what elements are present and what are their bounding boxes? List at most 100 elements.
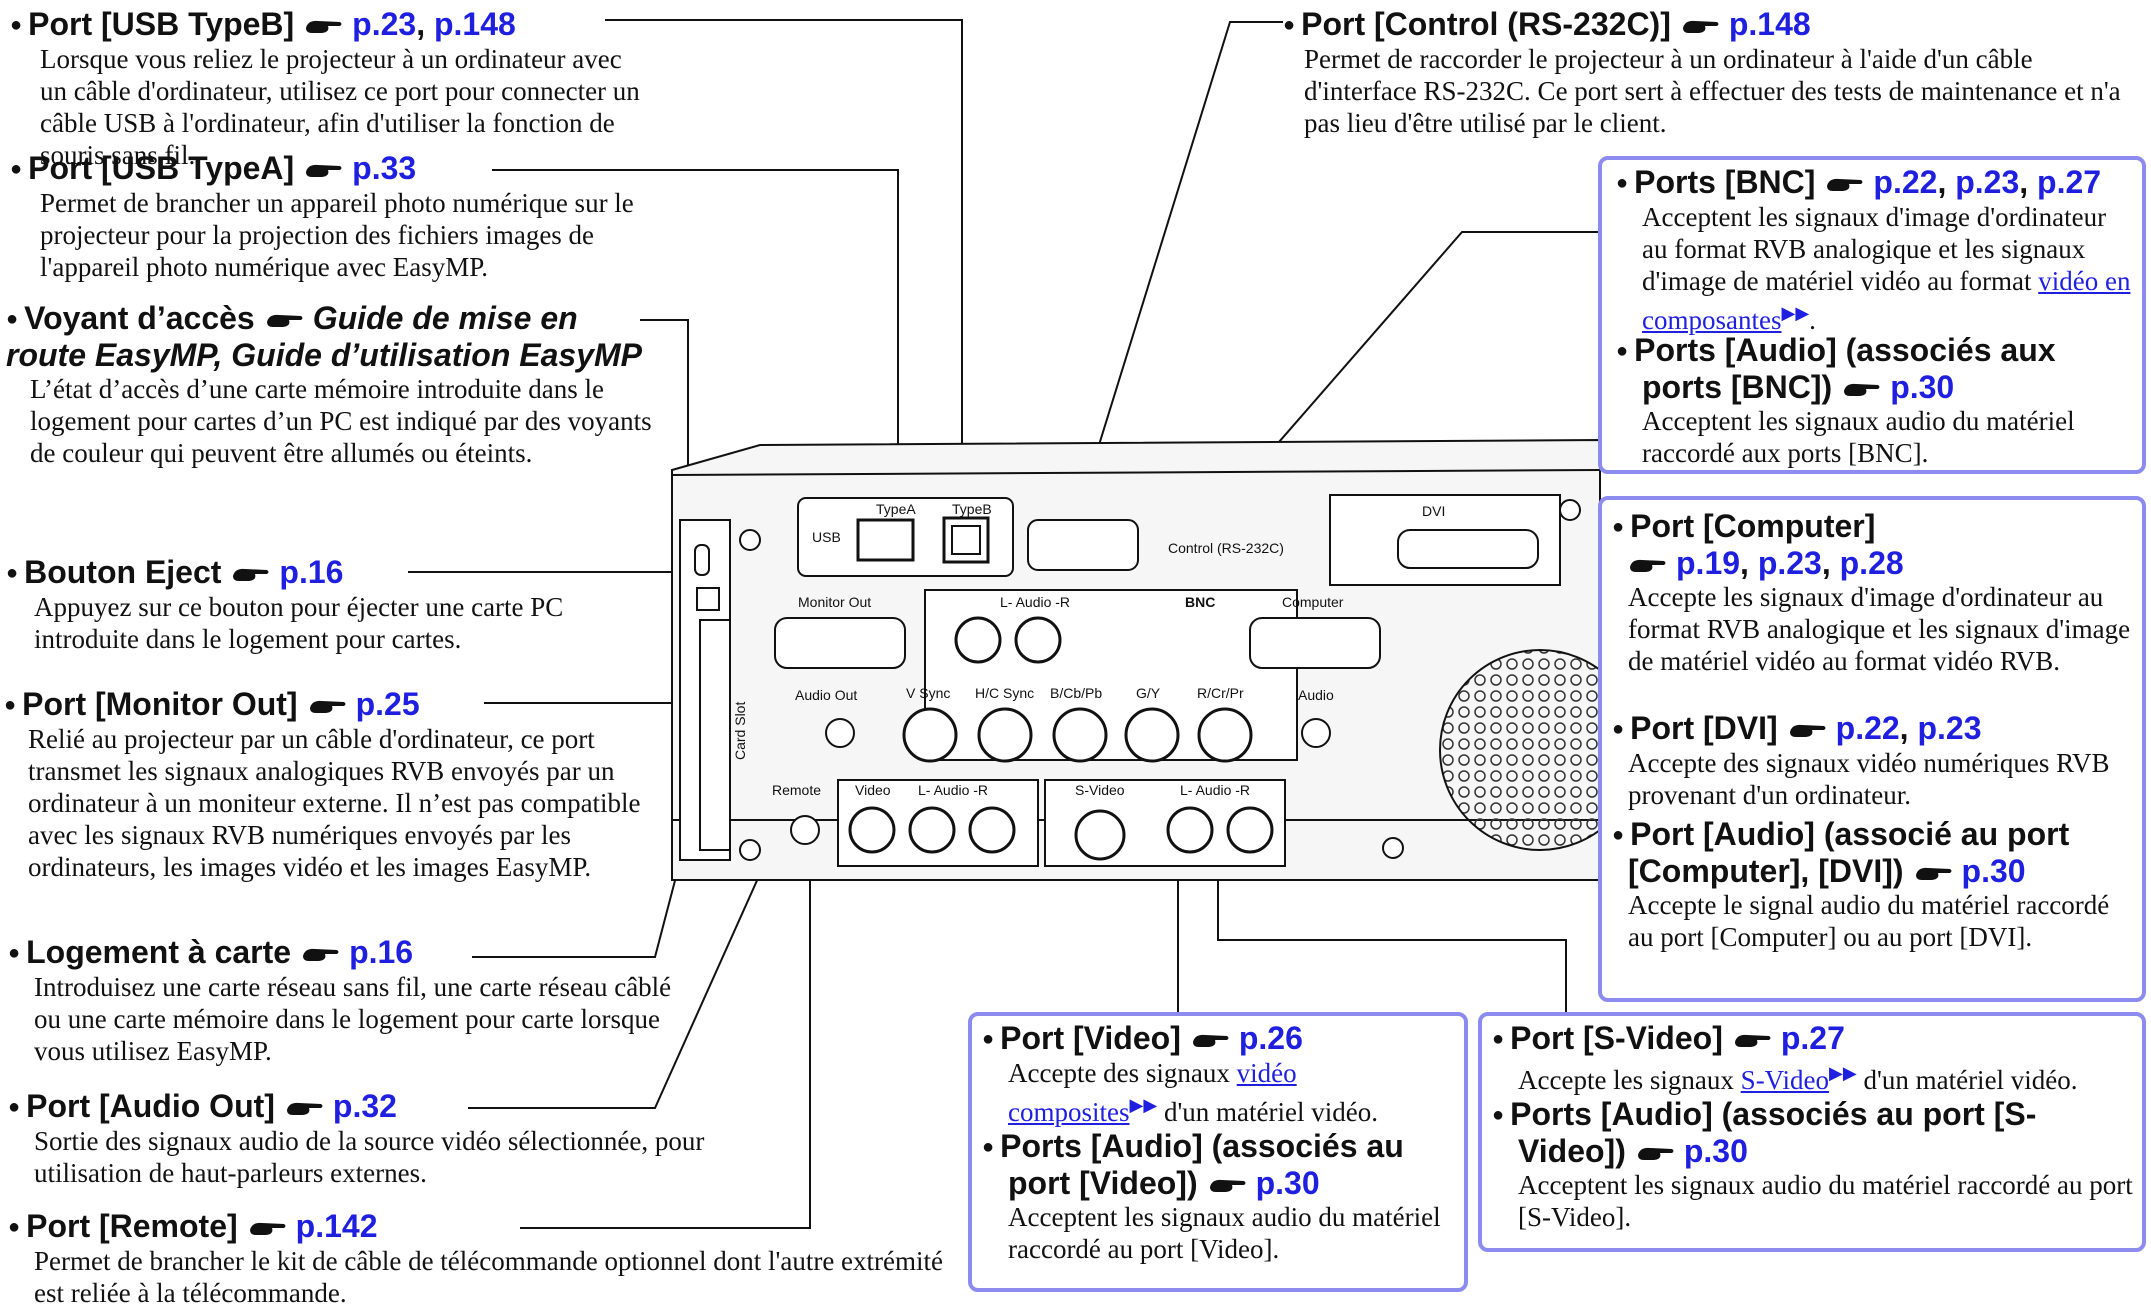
computer-audio-item: ●Port [Audio] (associé au port [Computer… (1612, 816, 2140, 953)
svideo-heading: ●Port [S-Video]p.27 (1492, 1020, 1845, 1056)
bnc-bcb-jack (1052, 707, 1108, 763)
panel-label-bcb: B/Cb/Pb (1050, 685, 1102, 701)
pointing-hand-icon (1734, 1034, 1771, 1047)
monitor-out-heading: ●Port [Monitor Out]p.25 (4, 686, 420, 722)
bnc-audio-heading-l2: ports [BNC]) (1642, 369, 1833, 405)
computer-ref-1[interactable]: p.19 (1676, 545, 1741, 581)
panel-label-video: Video (855, 782, 891, 798)
svideo-audio-text: Acceptent les signaux audio du matériel … (1518, 1170, 2133, 1232)
pointing-hand-icon (266, 314, 303, 327)
pointing-hand-icon (1789, 724, 1826, 737)
svideo-item: ●Port [S-Video]p.27 Accepte les signaux … (1492, 1020, 2140, 1096)
pointing-hand-icon (309, 700, 346, 713)
bnc-audio-l-jack (954, 616, 1002, 664)
audio-out-heading: ●Port [Audio Out]p.32 (8, 1088, 397, 1124)
svideo-audio-r-jack (1226, 806, 1274, 854)
line-remote (520, 840, 811, 1229)
monitor-out-ref[interactable]: p.25 (355, 686, 420, 722)
speaker-grille (1439, 649, 1610, 851)
line-usb-a (492, 169, 899, 530)
usb-b-ref-2[interactable]: p.148 (433, 6, 516, 42)
computer-ref-3[interactable]: p.28 (1839, 545, 1904, 581)
bnc-ref-2[interactable]: p.23 (1955, 164, 2020, 200)
svideo-audio-l-jack (1166, 806, 1214, 854)
usb-a-text: Permet de brancher un appareil photo num… (40, 188, 634, 282)
access-ref[interactable]: Guide de mise en route EasyMP, Guide d’u… (6, 300, 643, 373)
svideo-audio-item: ●Ports [Audio] (associés au port [S- Vid… (1492, 1096, 2140, 1233)
pointing-hand-icon (1630, 559, 1666, 572)
pointing-hand-icon (1844, 383, 1880, 396)
monitor-out-text: Relié au projecteur par un câble d'ordin… (28, 724, 641, 882)
pointing-hand-icon (249, 1222, 286, 1235)
panel-label-rcr: R/Cr/Pr (1197, 685, 1244, 701)
monitor-out-port (774, 617, 906, 669)
audio-out-text: Sortie des signaux audio de la source vi… (34, 1126, 705, 1188)
control-section: ●Port [Control (RS-232C)]p.148 Permet de… (1283, 6, 2143, 139)
glossary-arrow-icon: ▶▶ (1129, 1095, 1158, 1115)
panel-label-vsync: V Sync (906, 685, 950, 701)
bnc-rcr-jack (1197, 707, 1253, 763)
computer-audio-heading: ●Port [Audio] (associé au port (1612, 816, 2070, 852)
usb-a-ref[interactable]: p.33 (352, 150, 417, 186)
video-audio-heading-l2: port [Video]) (1008, 1165, 1198, 1201)
bnc-audio-text: Acceptent les signaux audio du matériel … (1642, 406, 2075, 468)
computer-audio-ref[interactable]: p.30 (1961, 853, 2026, 889)
video-audio-heading: ●Ports [Audio] (associés au (982, 1128, 1404, 1164)
bnc-audio-r-jack (1014, 616, 1062, 664)
control-ref[interactable]: p.148 (1728, 6, 1811, 42)
svideo-ref[interactable]: p.27 (1780, 1020, 1845, 1056)
pointing-hand-icon (306, 164, 342, 177)
panel-label-control: Control (RS-232C) (1168, 540, 1284, 556)
panel-label-card-slot: Card Slot (732, 702, 748, 760)
card-slot-ref[interactable]: p.16 (349, 934, 414, 970)
video-ref[interactable]: p.26 (1238, 1020, 1303, 1056)
video-glossary-link[interactable]: vidéo composites (1008, 1058, 1297, 1127)
remote-ref[interactable]: p.142 (295, 1208, 378, 1244)
svideo-box: ●Port [S-Video]p.27 Accepte les signaux … (1478, 1012, 2146, 1252)
dvi-ref-1[interactable]: p.22 (1835, 710, 1900, 746)
panel-label-remote: Remote (772, 782, 821, 798)
usb-b-section: ●Port [USB TypeB]p.23, p.148 Lorsque vou… (10, 6, 650, 171)
pointing-hand-icon (1209, 1179, 1246, 1192)
usb-b-ref-1[interactable]: p.23 (352, 6, 417, 42)
monitor-out-section: ●Port [Monitor Out]p.25 Relié au project… (4, 686, 664, 883)
eject-ref[interactable]: p.16 (279, 554, 344, 590)
glossary-arrow-icon: ▶▶ (1829, 1063, 1857, 1083)
audio-out-ref[interactable]: p.32 (332, 1088, 397, 1124)
pointing-hand-icon (1682, 20, 1719, 33)
dvi-port (1397, 529, 1539, 569)
video-item: ●Port [Video]p.26 Accepte des signaux vi… (982, 1020, 1462, 1128)
pointing-hand-icon (303, 948, 339, 961)
glossary-arrow-icon: ▶▶ (1781, 303, 1810, 323)
remote-heading: ●Port [Remote]p.142 (8, 1208, 378, 1244)
panel-label-video-audio: L- Audio -R (918, 782, 988, 798)
bnc-text: Acceptent les signaux d'image d'ordinate… (1642, 202, 2131, 335)
svideo-glossary-link[interactable]: S-Video (1740, 1065, 1830, 1095)
computer-box: ●Port [Computer] p.19, p.23, p.28 Accept… (1598, 496, 2146, 1002)
computer-ref-2[interactable]: p.23 (1757, 545, 1822, 581)
dvi-ref-2[interactable]: p.23 (1917, 710, 1982, 746)
computer-audio-heading-l2: [Computer], [DVI]) (1628, 853, 1904, 889)
computer-audio-jack (1301, 718, 1331, 748)
video-audio-ref[interactable]: p.30 (1255, 1165, 1320, 1201)
pointing-hand-icon (1915, 867, 1952, 880)
bnc-ref-1[interactable]: p.22 (1873, 164, 1938, 200)
panel-label-typea: TypeA (876, 501, 916, 517)
video-box: ●Port [Video]p.26 Accepte des signaux vi… (968, 1012, 1468, 1292)
control-heading: ●Port [Control (RS-232C)]p.148 (1283, 6, 1811, 42)
video-jack (848, 806, 896, 854)
svideo-audio-ref[interactable]: p.30 (1683, 1133, 1748, 1169)
bnc-gy-jack (1124, 707, 1180, 763)
audio-out-jack (825, 718, 855, 748)
bnc-heading: ●Ports [BNC]p.22, p.23, p.27 (1616, 164, 2102, 200)
dvi-heading: ●Port [DVI]p.22, p.23 (1612, 710, 1982, 746)
remote-section: ●Port [Remote]p.142 Permet de brancher l… (8, 1208, 948, 1309)
bnc-audio-ref[interactable]: p.30 (1890, 369, 1955, 405)
projector-rear-panel: Card Slot USB TypeA TypeB Control (RS-23… (671, 438, 1610, 881)
panel-label-monitor-out: Monitor Out (798, 594, 871, 610)
bnc-ref-3[interactable]: p.27 (2037, 164, 2102, 200)
bnc-glossary-link[interactable]: vidéo en composantes (1642, 266, 2131, 335)
